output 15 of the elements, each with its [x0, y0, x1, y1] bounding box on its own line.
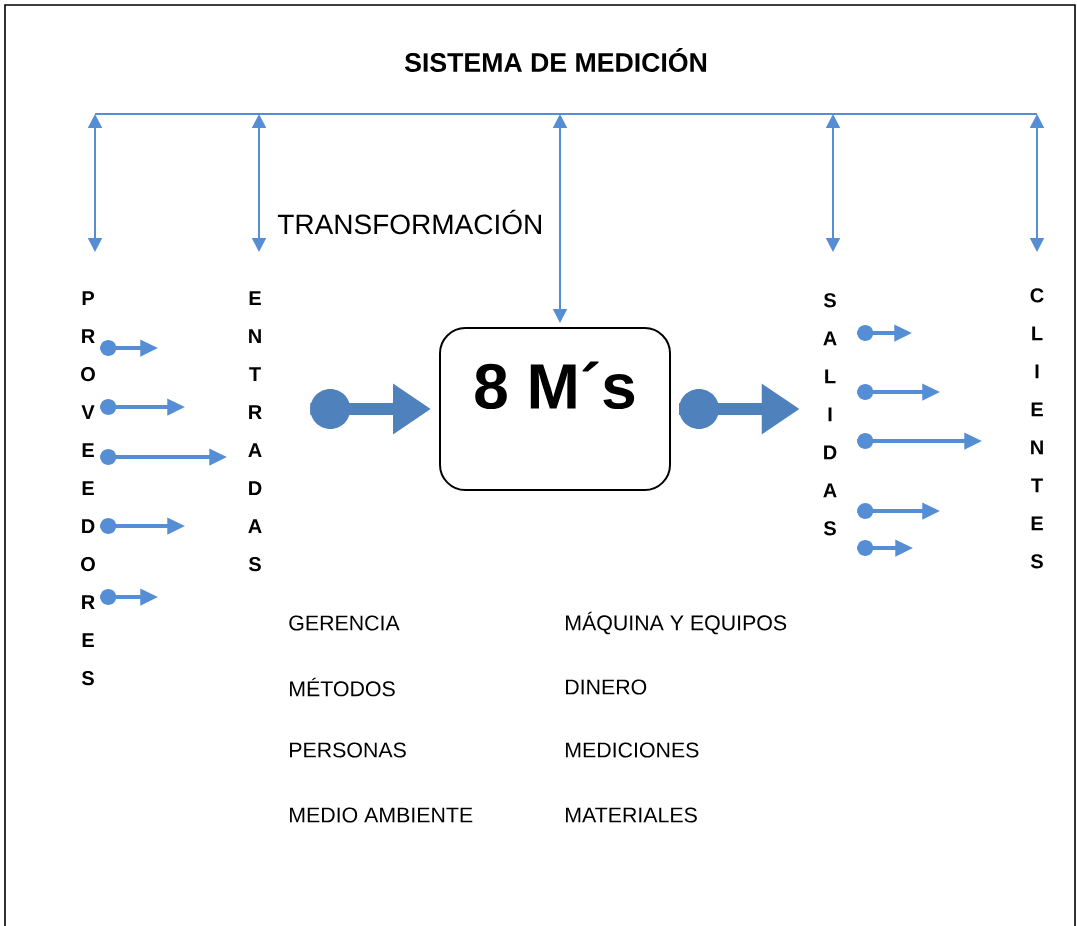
label-text: MEDIO AMBIENTE	[290, 807, 473, 823]
rounded-box: 8 M´s	[439, 327, 671, 491]
label-text: PERSONAS	[290, 742, 406, 758]
title: SISTEMA DE MEDICIÓN	[404, 48, 707, 72]
label-text: MEDICIONES	[566, 742, 699, 758]
label-text: DINERO	[566, 679, 647, 695]
vertical-label: PROVEEDORES	[81, 291, 95, 686]
vertical-label: CLIENTES	[1030, 288, 1044, 569]
label-text: MÉTODOS	[290, 677, 395, 697]
label-text: TRANSFORMACIÓN	[277, 209, 541, 235]
label-text: MATERIALES	[566, 807, 697, 823]
vertical-label: ENTRADAS	[248, 291, 262, 572]
vertical-label: SALIDAS	[823, 293, 837, 536]
label-text: GERENCIA	[289, 615, 400, 631]
label-text: MÁQUINA Y EQUIPOS	[566, 611, 787, 635]
